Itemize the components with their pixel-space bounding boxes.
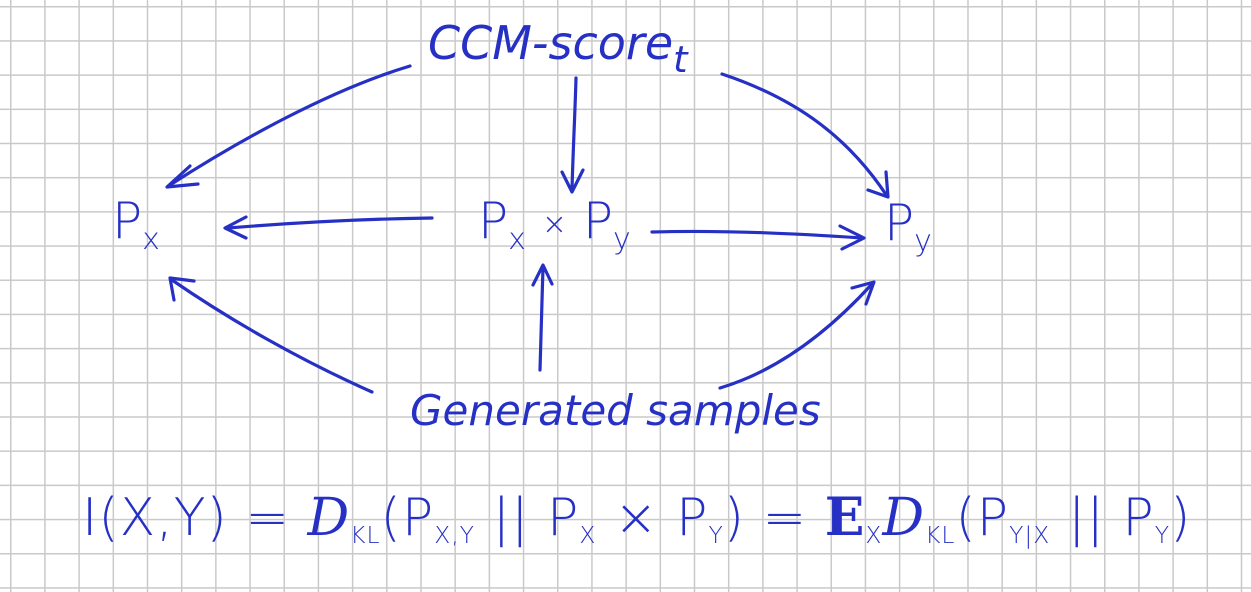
formula-arg1-open: (P <box>380 488 435 548</box>
formula-d1: D <box>307 488 351 548</box>
arrowhead-product-to-py <box>838 224 866 251</box>
formula-eq2: = <box>762 488 808 548</box>
node-px-subscript: x <box>142 221 160 257</box>
node-product: Px × Py <box>478 196 631 254</box>
arrowhead-ccm-to-px <box>165 164 200 189</box>
arrowhead-product-to-px <box>223 215 248 240</box>
formula-arg1-times: × P <box>613 488 709 548</box>
formula-d2-sub: KL <box>925 521 956 550</box>
formula-arg2-sub: Y|X <box>1009 521 1051 550</box>
arrow-samples-to-py <box>718 282 874 390</box>
node-py-p: P <box>884 194 915 252</box>
arrow-product-to-py <box>650 229 864 240</box>
arrow-product-to-px <box>226 216 434 230</box>
ccm-score-label: CCM-scoret <box>428 20 688 78</box>
formula-arg1-mid: || P <box>492 488 580 548</box>
arrow-ccm-to-px <box>168 64 412 187</box>
node-px-p: P <box>112 192 143 250</box>
formula-arg1-close: ) <box>723 488 746 548</box>
formula-arg2-open: (P <box>955 488 1010 548</box>
arrowhead-samples-to-px <box>168 276 196 302</box>
ccm-score-subscript: t <box>673 37 688 81</box>
formula-arg2-sub2: Y <box>1154 521 1171 550</box>
formula-d2: D <box>882 488 926 548</box>
generated-samples-label: Generated samples <box>410 390 821 432</box>
formula-arg1-sub: X,Y <box>434 521 475 550</box>
arrow-ccm-to-product <box>570 76 578 192</box>
node-px: Px <box>112 196 160 254</box>
generated-samples-text: Generated samples <box>410 386 821 435</box>
mutual-information-formula: I(X,Y) = DKL(PX,Y || PX × PY) = EXDKL(PY… <box>82 492 1191 547</box>
formula-arg1-sub3: Y <box>708 521 724 550</box>
formula-expectation-sub: X <box>865 521 883 550</box>
node-product-times: × <box>541 206 567 242</box>
formula-d1-sub: KL <box>350 521 381 550</box>
arrowhead-samples-to-product <box>531 263 554 287</box>
arrow-ccm-to-py <box>720 72 889 198</box>
formula-eq1: = <box>245 488 290 548</box>
formula-arg1-sub2: X <box>579 521 597 550</box>
node-product-p2: P <box>582 192 614 250</box>
formula-arg2-close: ) <box>1170 488 1192 548</box>
arrowhead-ccm-to-product <box>560 168 585 194</box>
node-py-subscript: y <box>914 223 932 259</box>
arrowhead-ccm-to-py <box>866 170 890 199</box>
ccm-score-text: CCM-score <box>428 16 674 70</box>
arrow-samples-to-product <box>538 266 545 372</box>
node-py: Py <box>884 198 932 256</box>
formula-lhs: I(X,Y) <box>82 488 228 548</box>
formula-arg2-mid: || P <box>1067 488 1155 548</box>
node-product-p1: P <box>478 192 509 250</box>
formula-expectation: E <box>824 487 866 548</box>
node-product-sub2: y <box>613 221 631 257</box>
arrow-samples-to-px <box>170 278 374 394</box>
node-product-sub1: x <box>508 221 526 257</box>
arrowhead-samples-to-py <box>850 280 876 306</box>
